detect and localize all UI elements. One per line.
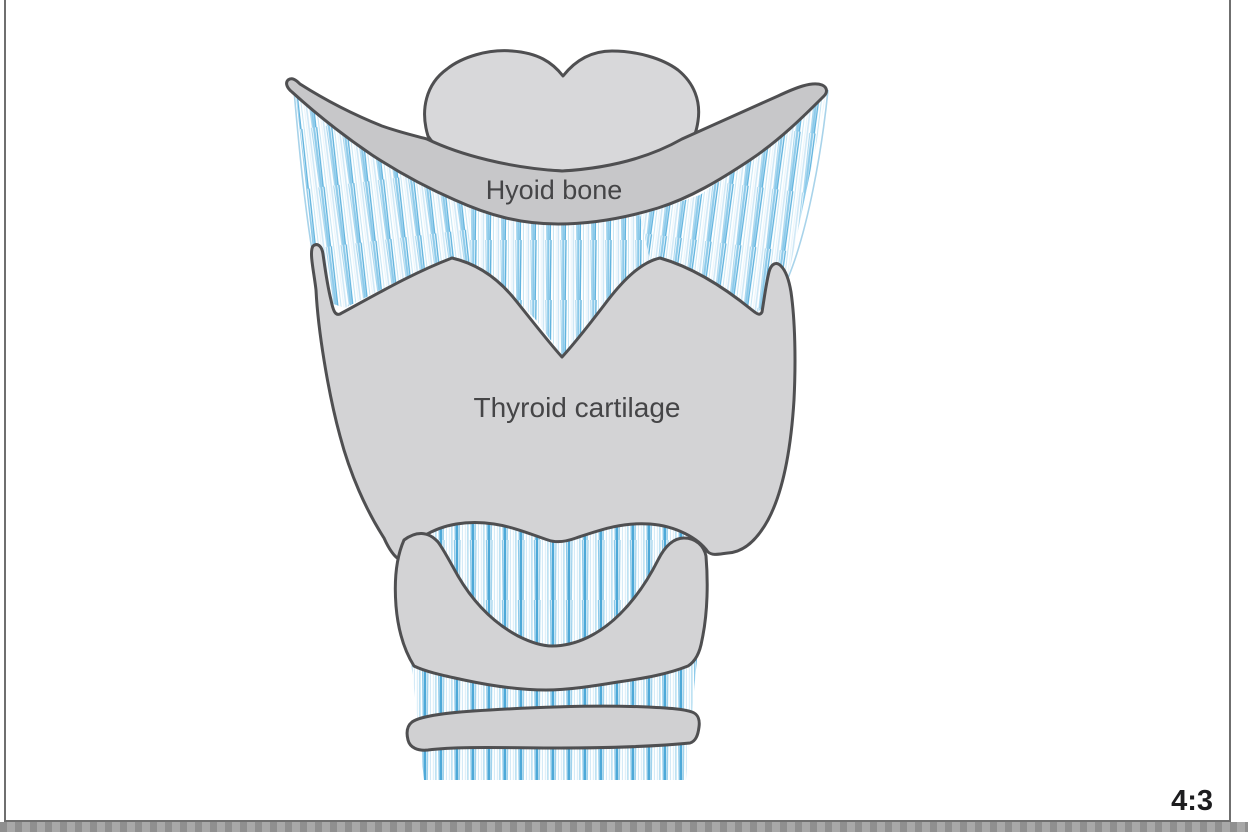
aspect-ratio-badge: 4:3 [1171, 785, 1213, 817]
figure-frame [4, 0, 1231, 822]
bottom-strip [0, 822, 1248, 832]
tracheal-ring-shape [405, 704, 701, 752]
thyroid-cartilage-label: Thyroid cartilage [474, 392, 681, 423]
hyoid-bone-shape [285, 77, 828, 226]
cricoid-cartilage-shape [393, 532, 709, 692]
hyoid-bone-label: Hyoid bone [486, 175, 623, 205]
thyrohyoid-membrane-hatching [293, 88, 829, 357]
